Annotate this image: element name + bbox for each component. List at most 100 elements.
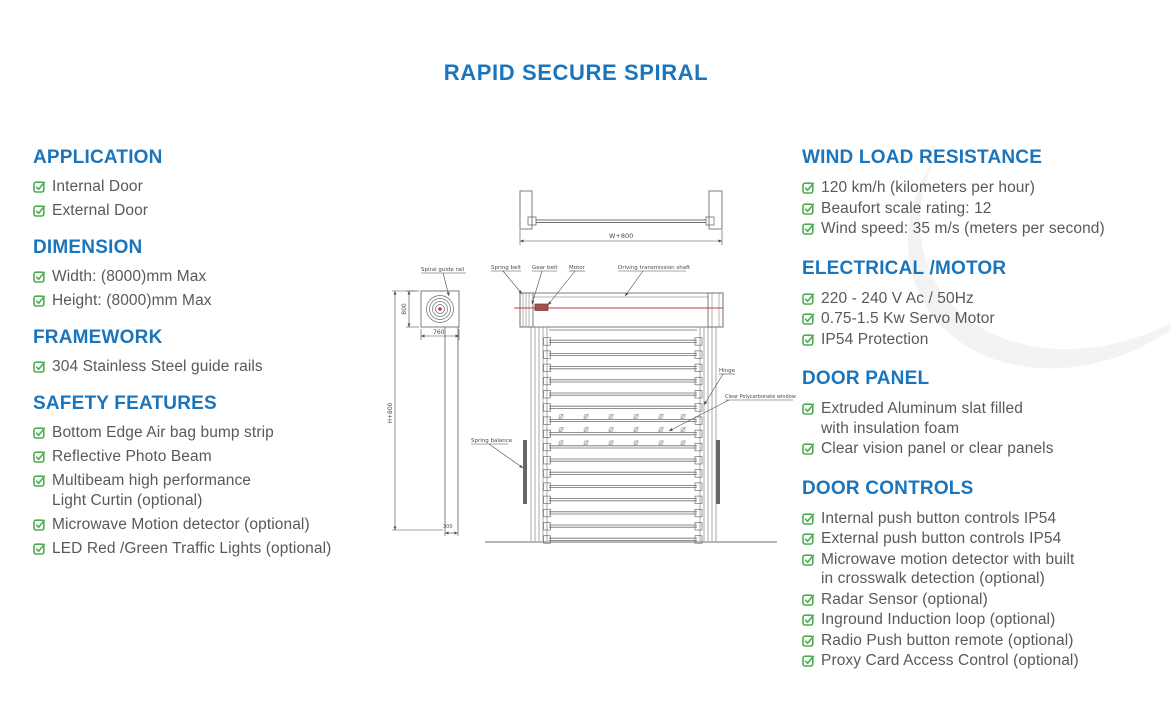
section-heading: DIMENSION xyxy=(33,237,143,258)
spec-item-text: Microwave motion detector with built in … xyxy=(821,550,1075,588)
checkbox-check-icon xyxy=(33,518,46,531)
checkbox-check-icon xyxy=(802,292,815,305)
checkbox-check-icon xyxy=(802,442,815,455)
spec-item: Clear vision panel or clear panels xyxy=(802,439,1171,459)
checkbox-check-icon xyxy=(33,270,46,283)
side-dimensions xyxy=(392,290,460,536)
label-clear-polycarbonate-window: Clear Polycarbonate window xyxy=(725,394,796,400)
label-driving-transmission-shaft: Driving transmission shaft xyxy=(618,265,691,271)
spec-item: LED Red /Green Traffic Lights (optional) xyxy=(33,539,389,559)
spec-item-text: Reflective Photo Beam xyxy=(52,448,212,465)
spec-section: DOOR CONTROLS Internal push button contro… xyxy=(802,477,1171,671)
spec-item: 120 km/h (kilometers per hour) xyxy=(802,178,1171,198)
spec-section: FRAMEWORK 304 Stainless Steel guide rails xyxy=(33,326,389,377)
spec-item: External push button controls IP54 xyxy=(802,529,1171,549)
spec-section: WIND LOAD RESISTANCE 120 km/h (kilometers… xyxy=(802,146,1171,239)
checkbox-check-icon xyxy=(33,474,46,487)
checkbox-check-icon xyxy=(802,202,815,215)
spec-item: Microwave Motion detector (optional) xyxy=(33,515,389,535)
spec-item-text: Multibeam high performance Light Curtin … xyxy=(52,472,252,509)
technical-drawing: W+800 Spiral guide rail 800 760 H+800 30… xyxy=(387,190,796,544)
guide-rails xyxy=(530,327,717,541)
plan-view xyxy=(519,190,723,230)
spec-item: Proxy Card Access Control (optional) xyxy=(802,651,1171,671)
spec-item-text: Internal Door xyxy=(52,178,143,195)
spec-item-text: Proxy Card Access Control (optional) xyxy=(821,652,1079,669)
checkbox-check-icon xyxy=(802,613,815,626)
spec-item-text: 304 Stainless Steel guide rails xyxy=(52,358,263,375)
label-spiral-guide-rail: Spiral guide rail xyxy=(421,267,465,273)
spec-item: External Door xyxy=(33,201,389,221)
spec-item: Beaufort scale rating: 12 xyxy=(802,199,1171,219)
checkbox-check-icon xyxy=(802,512,815,525)
spec-item-text: Clear vision panel or clear panels xyxy=(821,440,1054,457)
motor-block xyxy=(534,303,549,311)
elevation-headbox xyxy=(519,292,724,328)
spec-item-text: Inground Induction loop (optional) xyxy=(821,611,1056,628)
checkbox-check-icon xyxy=(802,532,815,545)
checkbox-check-icon xyxy=(802,634,815,647)
checkbox-check-icon xyxy=(802,333,815,346)
section-heading: DOOR CONTROLS xyxy=(802,477,974,499)
label-hinge: Hinge xyxy=(719,368,736,374)
dim-overall-width: W+800 xyxy=(609,232,633,240)
spec-item: Bottom Edge Air bag bump strip xyxy=(33,423,389,443)
checkbox-check-icon xyxy=(802,654,815,667)
spring-balance-bar-right xyxy=(716,440,720,504)
checkbox-check-icon xyxy=(802,312,815,325)
checkbox-check-icon xyxy=(33,426,46,439)
spec-item-text: 120 km/h (kilometers per hour) xyxy=(821,179,1036,196)
spec-item: Internal push button controls IP54 xyxy=(802,509,1171,529)
spec-item: Microwave motion detector with built in … xyxy=(802,550,1171,589)
spec-item-text: Microwave Motion detector (optional) xyxy=(52,516,310,533)
right-spec-column: WIND LOAD RESISTANCE 120 km/h (kilometers… xyxy=(802,146,1171,689)
spec-item: 304 Stainless Steel guide rails xyxy=(33,357,389,377)
label-spring-balance: Spring balance xyxy=(471,438,513,444)
spec-item-text: LED Red /Green Traffic Lights (optional) xyxy=(52,540,332,557)
callout-leader-lines xyxy=(471,270,793,469)
spec-item: Radar Sensor (optional) xyxy=(802,590,1171,610)
spec-item: Width: (8000)mm Max xyxy=(33,267,389,287)
checkbox-check-icon xyxy=(33,294,46,307)
spec-item-text: Radar Sensor (optional) xyxy=(821,590,988,608)
spec-item-text: External push button controls IP54 xyxy=(821,530,1062,547)
spec-item: Extruded Aluminum slat filled with insul… xyxy=(802,399,1171,438)
spec-item: Internal Door xyxy=(33,177,389,197)
section-heading: WIND LOAD RESISTANCE xyxy=(802,147,1043,168)
spec-item-text: Internal push button controls IP54 xyxy=(821,509,1057,527)
page-title: RAPID SECURE SPIRAL xyxy=(443,60,709,85)
spec-item-text: 0.75-1.5 Kw Servo Motor xyxy=(821,310,995,327)
spec-item-text: Radio Push button remote (optional) xyxy=(821,631,1074,649)
section-heading: SAFETY FEATURES xyxy=(33,393,217,414)
checkbox-check-icon xyxy=(33,542,46,555)
plan-dimension xyxy=(519,230,723,245)
label-gear-belt: Gear belt xyxy=(532,265,558,271)
checkbox-check-icon xyxy=(33,204,46,217)
spec-item-text: Width: (8000)mm Max xyxy=(52,268,207,285)
spec-item: Radio Push button remote (optional) xyxy=(802,631,1171,651)
spec-item: Wind speed: 35 m/s (meters per second) xyxy=(802,219,1171,239)
checkbox-check-icon xyxy=(33,180,46,193)
section-heading: ELECTRICAL /MOTOR xyxy=(802,257,1007,279)
spring-balance-bar-left xyxy=(523,440,527,504)
dim-headbox-depth: 760 xyxy=(433,329,445,336)
section-heading: FRAMEWORK xyxy=(33,327,163,348)
spec-item-text: Beaufort scale rating: 12 xyxy=(821,199,992,217)
spec-item-text: External Door xyxy=(52,202,149,219)
spiral-center-dot xyxy=(438,307,442,311)
label-spring-belt: Spring belt xyxy=(491,265,522,271)
door-curtain-slats xyxy=(543,329,703,544)
section-heading: APPLICATION xyxy=(33,147,163,168)
spec-item: IP54 Protection xyxy=(802,330,1171,350)
checkbox-check-icon xyxy=(802,553,815,566)
label-motor: Motor xyxy=(569,265,586,271)
spec-item: Inground Induction loop (optional) xyxy=(802,610,1171,630)
dim-rail-width: 300 xyxy=(443,524,453,530)
spec-section: SAFETY FEATURES Bottom Edge Air bag bump … xyxy=(33,392,389,559)
spec-item-text: Height: (8000)mm Max xyxy=(52,292,212,309)
